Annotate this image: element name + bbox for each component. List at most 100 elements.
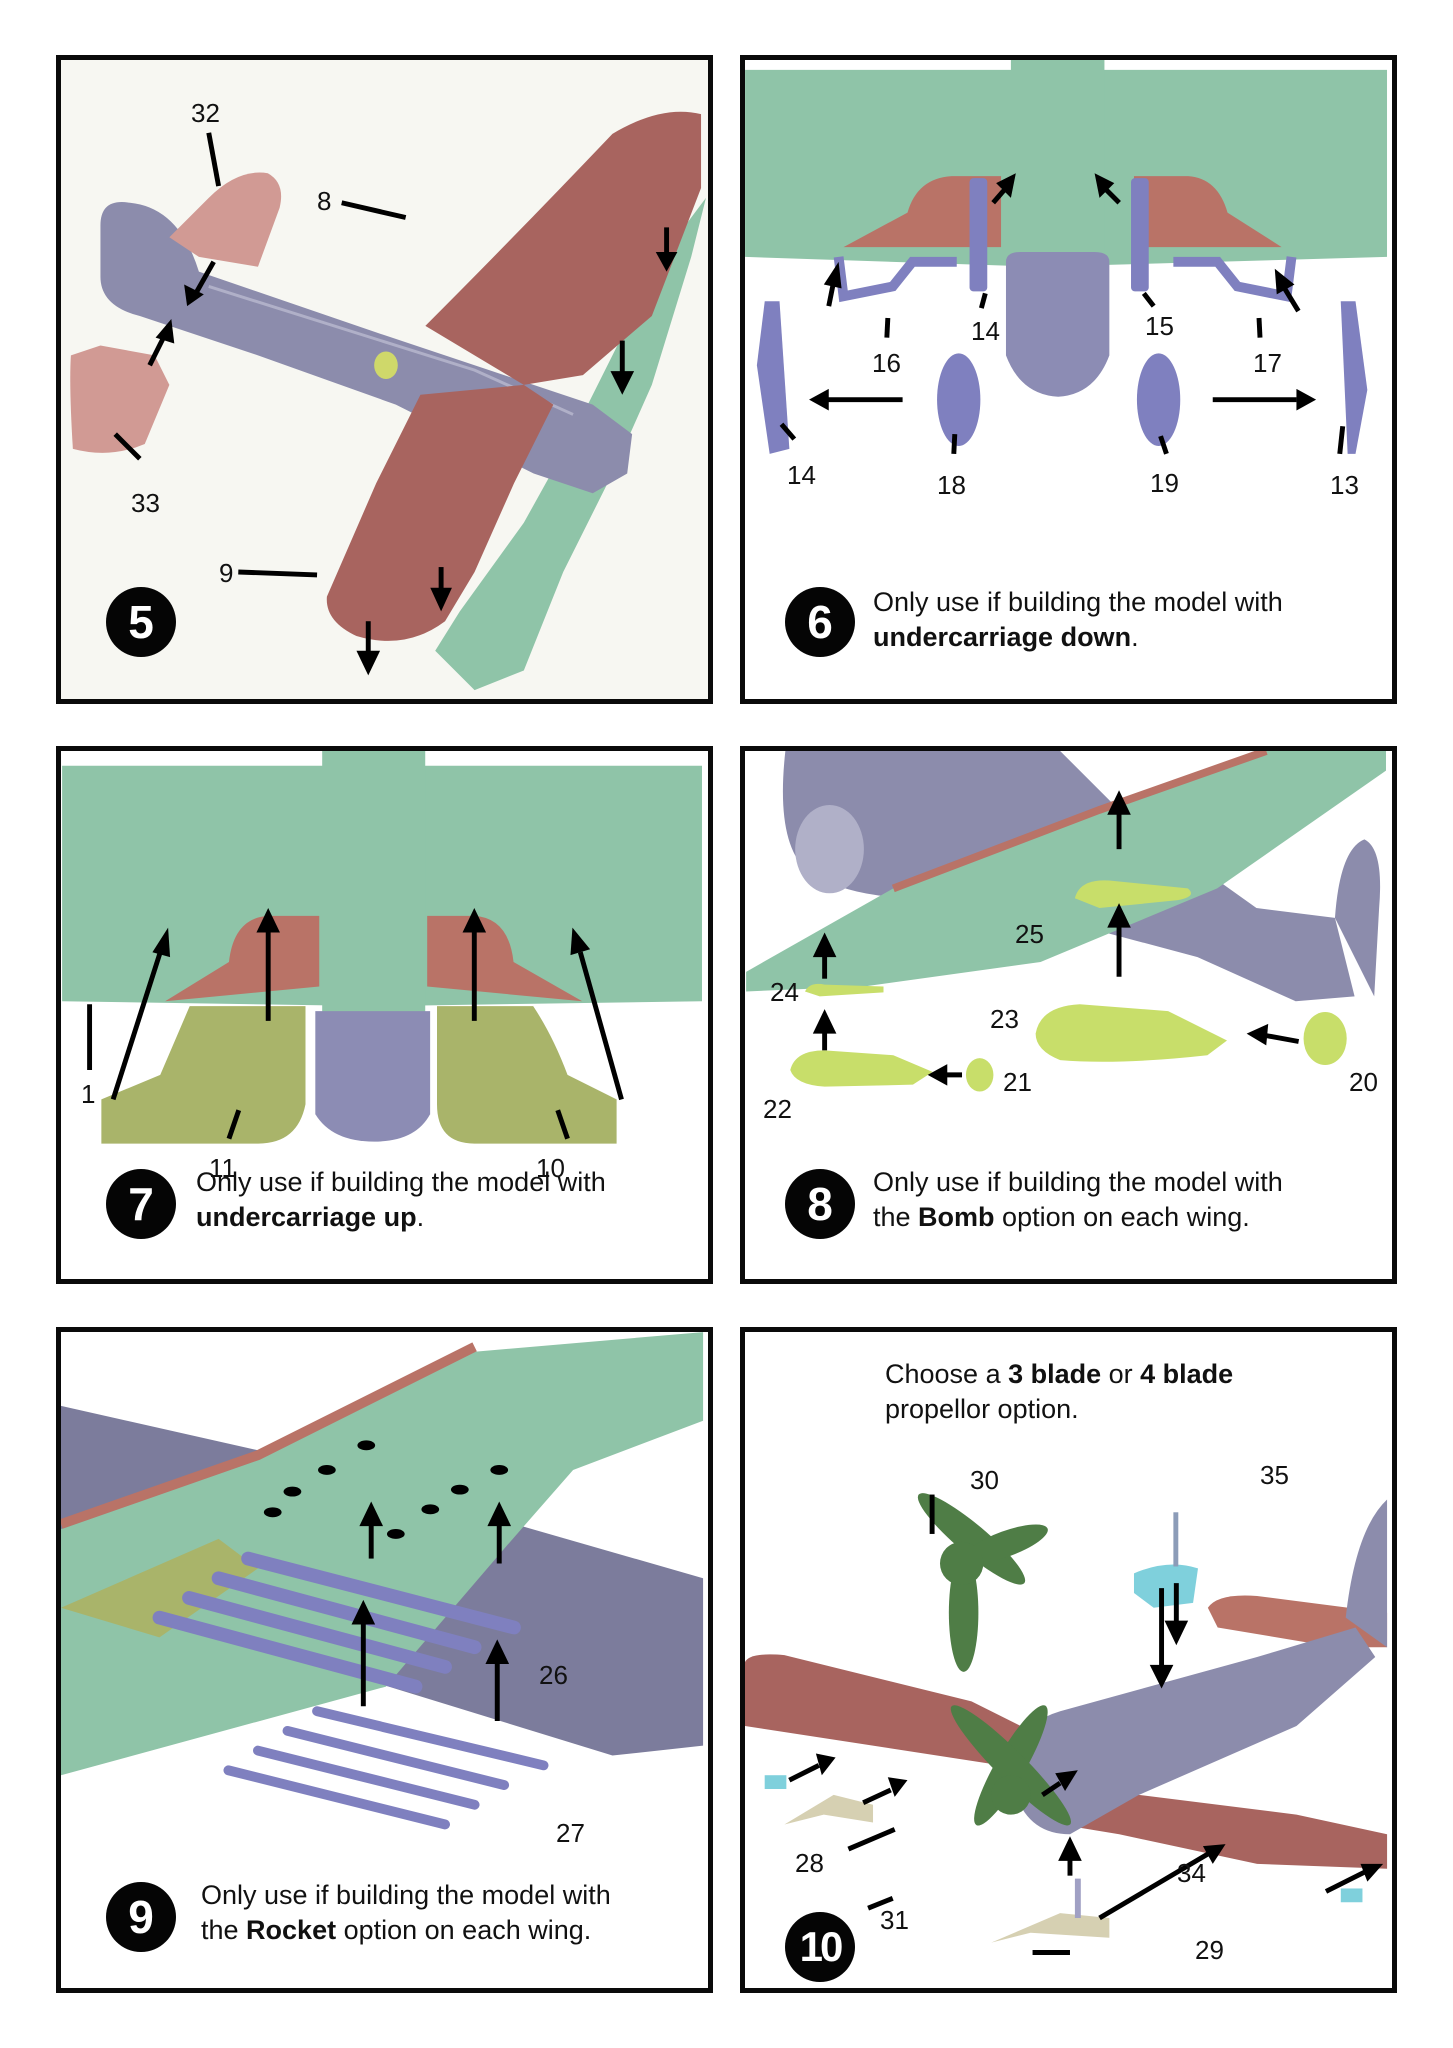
wheel-18	[937, 353, 981, 446]
radiator-fairing	[315, 1011, 431, 1142]
assembly-arrows	[788, 1583, 1384, 1921]
wing-underside	[746, 751, 1386, 992]
caption-prefix: the	[201, 1915, 247, 1945]
fairing-door-11	[101, 1006, 306, 1144]
caption-prefix: the	[873, 1202, 919, 1232]
step-9-illustration	[61, 1332, 704, 1830]
step-caption: Choose a 3 blade or 4 blade propellor op…	[885, 1357, 1233, 1427]
caption-suffix: .	[1131, 622, 1139, 652]
step-10-panel: Choose a 3 blade or 4 blade propellor op…	[740, 1327, 1397, 1993]
wheel-well-left	[165, 915, 320, 1002]
upper-wing-part-8	[425, 111, 702, 385]
caption-line-1: Only use if building the model with	[873, 587, 1283, 617]
part-label: 23	[990, 1004, 1019, 1034]
part-label: 19	[1150, 468, 1179, 498]
part-label: 29	[1195, 1935, 1224, 1965]
step-9-panel: 26 27 9 Only use if building the model w…	[56, 1327, 713, 1993]
step-caption: Only use if building the model with unde…	[873, 585, 1283, 655]
step-number-badge: 9	[106, 1882, 176, 1952]
caption-suffix: option on each wing.	[994, 1202, 1250, 1232]
part-label: 14	[787, 460, 816, 490]
gear-leg-17	[1173, 256, 1297, 303]
step-number-badge: 8	[785, 1169, 855, 1239]
step-number-badge: 10	[785, 1912, 855, 1982]
part-label: 18	[937, 470, 966, 500]
rocket-holes	[263, 1440, 509, 1539]
wing-leading-edge	[61, 1342, 477, 1529]
part-label: 24	[770, 977, 799, 1007]
part-label: 15	[1145, 311, 1174, 341]
step-caption: Only use if building the model with the …	[201, 1878, 611, 1948]
pylon-28	[784, 1794, 874, 1825]
gear-door-14	[969, 178, 988, 292]
outer-door-13	[1340, 301, 1368, 454]
assembly-arrows	[351, 1501, 512, 1722]
part-label: 27	[556, 1818, 585, 1848]
outer-door-14	[756, 301, 790, 454]
aerial-35	[1173, 1512, 1179, 1567]
part-label: 20	[1349, 1067, 1378, 1097]
caption-emphasis-4-blade: 4 blade	[1140, 1359, 1234, 1389]
bomb-tail-21	[965, 1058, 994, 1092]
step-number-badge: 7	[106, 1169, 176, 1239]
step-number-badge: 6	[785, 587, 855, 657]
fuselage-underside	[1010, 60, 1105, 277]
wheel-well-right	[1133, 176, 1282, 248]
caption-line-1: Only use if building the model with	[201, 1880, 611, 1910]
fairing-door-10	[437, 1006, 617, 1144]
step-10-illustration	[745, 1493, 1388, 1955]
fuselage-underside	[322, 751, 426, 1016]
engine-intake	[795, 804, 864, 894]
upper-wing-part-9	[326, 384, 554, 641]
part-label: 11	[209, 1153, 236, 1183]
step-7-illustration	[62, 751, 702, 1144]
caption-prefix: Choose a	[885, 1359, 1009, 1389]
part-label: 26	[539, 1660, 568, 1690]
part-label: 31	[880, 1905, 909, 1935]
caption-emphasis-3-blade: 3 blade	[1008, 1359, 1102, 1389]
right-wing	[1050, 1765, 1388, 1869]
radiator-fairing	[1005, 251, 1110, 397]
part-label: 35	[1260, 1460, 1289, 1490]
wing-underside	[61, 1332, 704, 1776]
step-8-panel: 25 24 23 22 21 20 8 Only use if building…	[740, 746, 1397, 1284]
pylon-29	[991, 1913, 1110, 1943]
step-5-panel: 32 8 33 9 5	[56, 55, 713, 704]
part-label: 28	[795, 1848, 824, 1878]
part-label: 30	[970, 1465, 999, 1495]
part-label: 14	[971, 316, 1000, 346]
tail-fin	[1345, 1499, 1388, 1648]
part-label: 13	[1330, 470, 1359, 500]
step-6-illustration	[745, 60, 1388, 455]
caption-emphasis: Rocket	[246, 1915, 337, 1945]
tail-fin	[1334, 839, 1381, 997]
assembly-arrows	[110, 908, 624, 1101]
propeller-30	[917, 1493, 1048, 1672]
step-6-panel: 14 15 16 17 14 18 19 13 6 Only use if bu…	[740, 55, 1397, 704]
step-number-badge: 5	[106, 587, 176, 657]
propeller-31	[950, 1705, 1071, 1826]
part-label: 17	[1253, 348, 1282, 378]
caption-emphasis: Bomb	[918, 1202, 995, 1232]
assembly-arrows	[147, 227, 678, 676]
part-label: 25	[1015, 919, 1044, 949]
step-caption: Only use if building the model with the …	[873, 1165, 1283, 1235]
bomb-22	[790, 1050, 933, 1087]
part-label: 8	[317, 186, 332, 216]
part-label: 16	[872, 348, 901, 378]
part-label: 1	[81, 1079, 96, 1109]
tailplane-part-32	[169, 172, 282, 267]
clear-part-left	[764, 1775, 787, 1790]
wing-leading-edge	[891, 751, 1268, 893]
step-8-illustration	[746, 751, 1386, 1092]
fairing-panel	[61, 1538, 258, 1638]
bomb-rack-24	[804, 983, 884, 997]
part-label: 33	[131, 488, 160, 518]
caption-emphasis: undercarriage up	[196, 1202, 417, 1232]
wheel-well-left	[843, 176, 1002, 248]
step-7-panel: 1 11 10 7 Only use if building the model…	[56, 746, 713, 1284]
gear-door-15	[1131, 178, 1149, 292]
clear-part-right	[1340, 1888, 1363, 1903]
caption-line-2: propellor option.	[885, 1394, 1079, 1424]
caption-line-1: Only use if building the model with	[196, 1167, 606, 1197]
